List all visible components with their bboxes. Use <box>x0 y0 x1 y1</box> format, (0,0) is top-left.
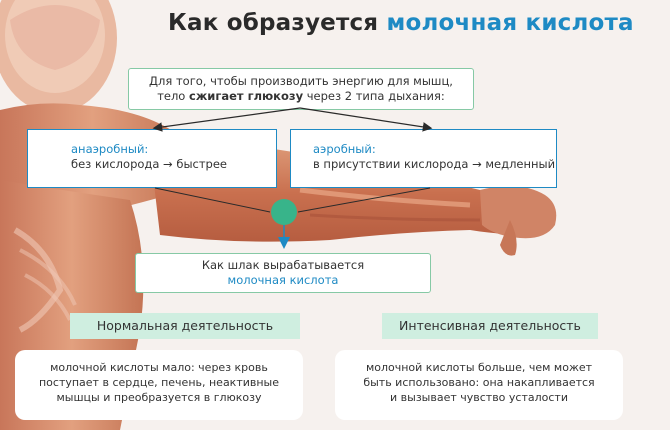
page-title: Как образуется молочная кислота <box>168 10 648 44</box>
anaerobic-box: анаэробный: без кислорода → быстрее <box>27 129 277 188</box>
title-part-1: Как образуется <box>168 10 379 36</box>
result-line-2: молочная кислота <box>227 273 339 287</box>
intro-line-2-before: тело <box>157 89 186 103</box>
normal-line: мышцы и преобразуется в глюкозу <box>56 391 262 404</box>
result-box: Как шлак вырабатывается молочная кислота <box>135 253 431 293</box>
intro-line-2-after: через 2 типа дыхания: <box>306 89 445 103</box>
intensive-activity-description: молочной кислоты больше, чем может быть … <box>335 350 623 420</box>
intensive-activity-header: Интенсивная деятельность <box>382 313 598 339</box>
aerobic-label: аэробный: <box>313 142 376 156</box>
intro-line-2: тело сжигает глюкозу через 2 типа дыхани… <box>129 89 473 104</box>
intro-box: Для того, чтобы производить энергию для … <box>128 68 474 110</box>
intro-line-1: Для того, чтобы производить энергию для … <box>149 74 453 88</box>
aerobic-text: в присутствии кислорода → медленный <box>313 157 556 171</box>
normal-activity-header: Нормальная деятельность <box>70 313 300 339</box>
intro-line-2-bold: сжигает глюкозу <box>189 89 304 103</box>
normal-line: молочной кислоты мало: через кровь <box>50 361 268 374</box>
aerobic-box: аэробный: в присутствии кислорода → медл… <box>290 129 557 188</box>
intensive-line: молочной кислоты больше, чем может <box>365 361 593 374</box>
title-part-2: молочная кислота <box>386 10 634 36</box>
anaerobic-text: без кислорода → быстрее <box>71 157 227 171</box>
result-line-1: Как шлак вырабатывается <box>201 258 365 272</box>
intensive-line: быть использовано: она накапливается <box>363 376 595 389</box>
normal-line: поступает в сердце, печень, неактивные <box>38 376 280 389</box>
intensive-line: и вызывает чувство усталости <box>390 391 568 404</box>
normal-activity-description: молочной кислоты мало: через кровь посту… <box>15 350 303 420</box>
anaerobic-label: анаэробный: <box>71 142 149 156</box>
